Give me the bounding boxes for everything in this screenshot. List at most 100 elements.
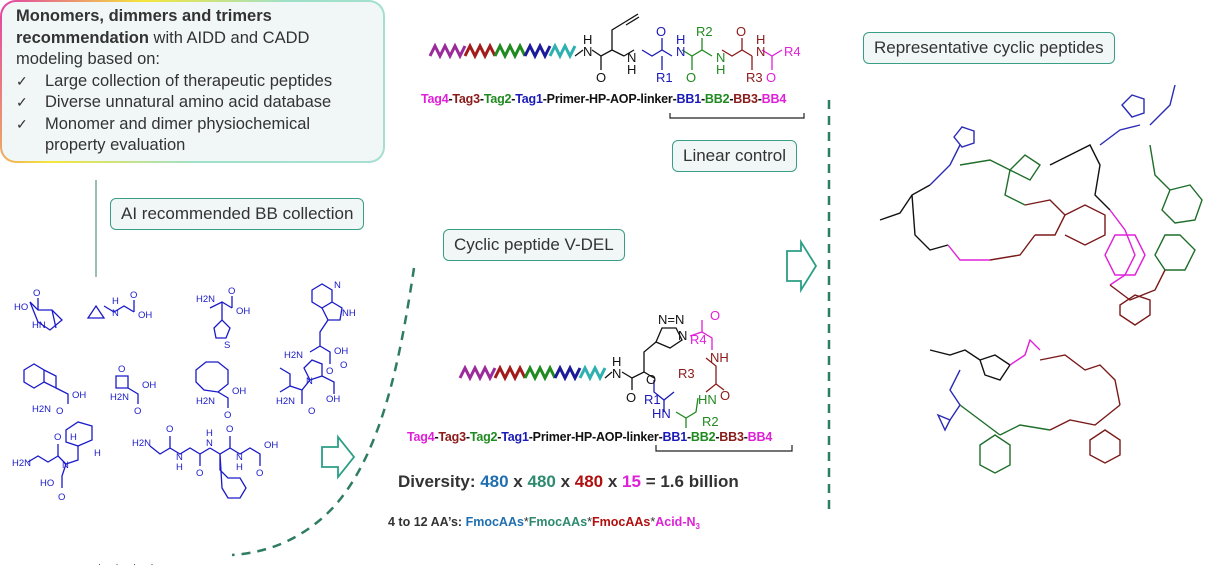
atom-label: O	[134, 406, 141, 417]
curved-dashed-divider	[231, 267, 416, 557]
atom-label: S	[224, 340, 230, 351]
atom-label: HN	[652, 406, 671, 421]
atom-label: H2N	[284, 350, 303, 361]
dna-helix-icon	[428, 42, 577, 60]
atom-label: N	[756, 44, 765, 59]
bb-molecule	[149, 436, 261, 499]
atom-label: N	[112, 308, 119, 319]
atom-label: O	[308, 406, 315, 417]
atom-label: O	[736, 24, 746, 39]
atom-label: H	[236, 462, 243, 473]
atom-label: O	[710, 308, 720, 323]
atom-label: HO	[40, 478, 54, 489]
dna-helix-icon	[458, 364, 607, 382]
atom-label: N=N	[658, 312, 684, 327]
atom-label: O	[33, 288, 40, 299]
summary-bullet: ✓Monomer and dimer physiochemical proper…	[16, 114, 311, 155]
bb-molecule	[29, 298, 63, 331]
cyclic-peptide-c	[929, 338, 1121, 474]
atom-label: HN	[32, 320, 46, 331]
cyclic-peptide-structure: H N O N=N N R4 O NH R3 O R1 HN O HN R2	[458, 308, 730, 429]
atom-label: R4	[784, 44, 801, 59]
atom-label: O	[766, 70, 776, 85]
arrow-right-icon	[321, 434, 356, 480]
atom-label: O	[130, 290, 137, 301]
atom-label: N	[612, 366, 621, 381]
atom-label: H	[716, 62, 725, 77]
sequence-linear: Tag4-Tag3-Tag2-Tag1-Primer-HP-AOP-linker…	[421, 92, 787, 106]
atom-label: O	[226, 424, 233, 435]
atom-label: H	[206, 428, 213, 439]
atom-label: H2N	[110, 392, 129, 403]
atom-label: H	[676, 32, 685, 47]
atom-label: H2N	[32, 404, 51, 415]
atom-label: O	[56, 406, 63, 417]
atom-label: H2N	[196, 396, 215, 407]
arrow-right-icon	[786, 238, 818, 294]
cyclic-peptide-a	[879, 126, 1106, 261]
atom-label: O	[256, 468, 263, 479]
atom-label: O	[228, 286, 235, 297]
atom-label: N	[236, 452, 243, 463]
atom-label: N	[676, 44, 685, 59]
atom-label: R1	[656, 70, 673, 85]
atom-label: N	[716, 50, 725, 65]
atom-label: HO	[14, 302, 28, 313]
atom-label: R4	[690, 332, 707, 347]
bb-molecule	[23, 363, 69, 404]
atom-label: O	[166, 424, 173, 435]
atom-label: H	[70, 432, 77, 443]
atom-label: H	[176, 462, 183, 473]
atom-label: O	[224, 410, 231, 421]
summary-title: Monomers, dimmers and trimers recommenda…	[16, 7, 310, 68]
atom-label: O	[326, 366, 333, 377]
atom-label: NH	[710, 350, 729, 365]
summary-bullet: ✓Diverse unnatural amino acid database	[16, 92, 373, 114]
atom-label: N	[583, 44, 592, 59]
atom-label: O	[340, 360, 347, 371]
atom-label: NH	[342, 308, 356, 319]
atom-label: OH	[72, 390, 86, 401]
check-icon: ✓	[16, 72, 28, 89]
bb-molecule	[115, 375, 139, 404]
atom-label: N	[334, 280, 341, 291]
atom-label: N	[306, 376, 313, 387]
check-icon: ✓	[16, 94, 28, 110]
atom-label: OH	[236, 306, 250, 317]
linear-control-label: Linear control	[672, 140, 798, 172]
atom-label: O	[58, 492, 65, 503]
cropped-text-fragment: · · · ·	[98, 559, 160, 569]
atom-label: H2N	[12, 458, 31, 469]
atom-label: O	[720, 388, 730, 403]
representative-label: Representative cyclic peptides	[863, 32, 1115, 64]
atom-label: OH	[142, 380, 156, 391]
check-icon: ✓	[16, 115, 28, 132]
atom-label: H	[627, 62, 636, 77]
bb-molecule	[309, 283, 343, 364]
bb-molecule	[195, 361, 229, 408]
atom-label: R2	[696, 24, 713, 39]
atom-label: H	[94, 448, 101, 459]
cyclic-bracket	[655, 445, 793, 452]
bb-molecule	[279, 359, 335, 404]
atom-label: O	[656, 24, 666, 39]
bb-molecule	[209, 296, 233, 339]
atom-label: N	[678, 328, 687, 343]
atom-label: O	[626, 390, 636, 405]
atom-label: R1	[644, 392, 661, 407]
atom-label: H2N	[196, 294, 215, 305]
atom-label: R3	[746, 70, 763, 85]
atom-label: OH	[138, 310, 152, 321]
summary-bullets: ✓Large collection of therapeutic peptide…	[16, 71, 373, 157]
atom-label: H	[612, 354, 621, 369]
atom-label: H	[112, 296, 119, 307]
linear-peptide-structure: H N O N H O R1 H N O R2 N H O H N R3 R4 …	[428, 13, 801, 85]
atom-label: O	[196, 468, 203, 479]
bb-molecule	[27, 421, 93, 488]
bb-molecule	[86, 300, 135, 319]
atom-label: R2	[702, 414, 719, 429]
ai-bb-collection-label: AI recommended BB collection	[110, 198, 365, 230]
atom-label: O	[118, 364, 125, 375]
connector-line	[95, 180, 97, 277]
